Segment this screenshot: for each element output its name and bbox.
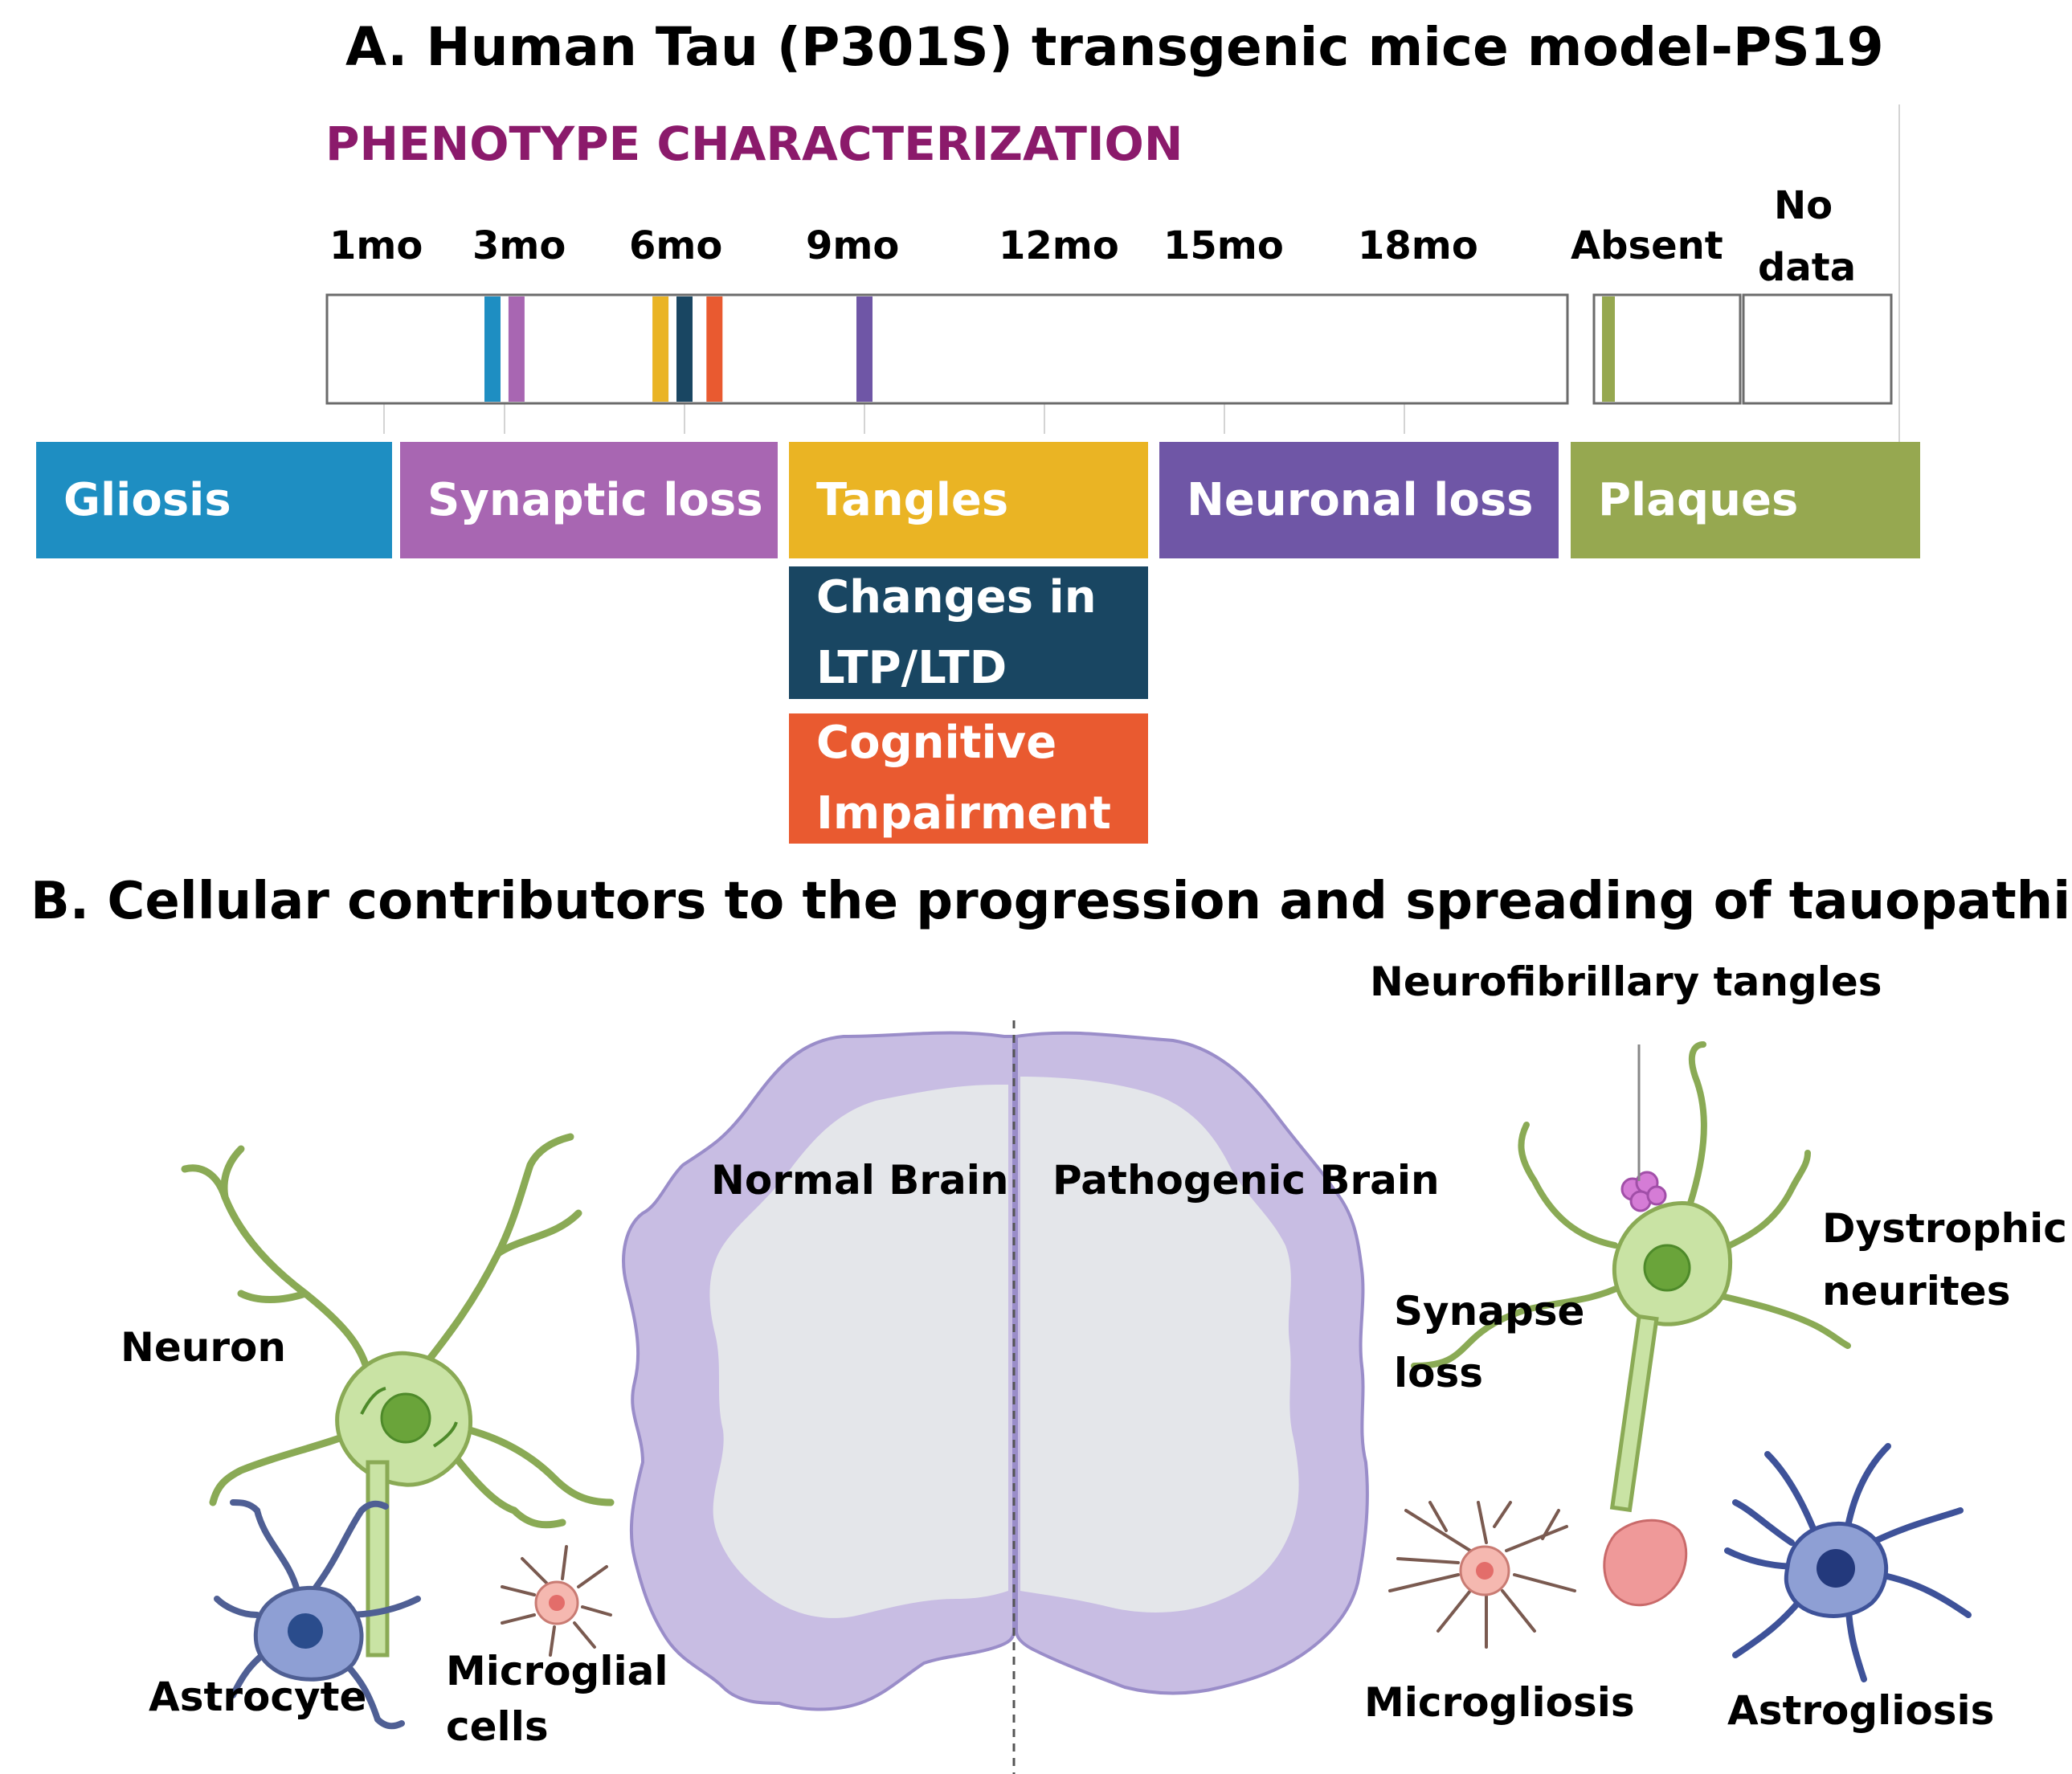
reactive-microglia-nucleus xyxy=(1476,1562,1494,1580)
timeline-marker-tangles xyxy=(652,296,669,402)
tick-label-6mo: 6mo xyxy=(629,223,723,268)
neurofibrillary-tangle-icon xyxy=(1620,1171,1667,1212)
timeline-marker-synaptic-loss xyxy=(508,296,525,402)
reactive-astrocyte-nucleus xyxy=(1817,1549,1855,1588)
neuron-organelle-2 xyxy=(432,1421,458,1448)
timeline-markers xyxy=(484,296,873,402)
legend-neuronal-loss: Neuronal loss xyxy=(1159,442,1559,558)
timeline-marker-neuronal-loss xyxy=(856,296,873,402)
astrocyte-nucleus xyxy=(288,1613,323,1649)
legend-cognitive-impairment: Cognitive Impairment xyxy=(789,713,1148,844)
reactive-microglia-illustration xyxy=(1388,1501,1576,1649)
timeline-marker-changes-in-ltp-ltd xyxy=(676,296,693,402)
dystrophic-neurites-label-line2: neurites xyxy=(1822,1268,2011,1314)
absent-markers xyxy=(1602,296,1615,402)
neurofibrillary-tangles-label: Neurofibrillary tangles xyxy=(1370,959,1882,1005)
microglial-cells-label-line2: cells xyxy=(446,1703,549,1750)
absent-track xyxy=(1592,293,1742,405)
tick-label-3mo: 3mo xyxy=(472,223,566,268)
pathogenic-brain-label: Pathogenic Brain xyxy=(1052,1157,1440,1204)
timeline-marker-gliosis xyxy=(484,296,501,402)
tick-label-12mo: 12mo xyxy=(999,223,1119,268)
pathogenic-neuron-nucleus xyxy=(1643,1244,1691,1292)
nodata-label-line2: data xyxy=(1758,245,1857,290)
neuron-axon xyxy=(366,1460,390,1658)
legend-tangles-label: Tangles xyxy=(816,474,1009,526)
panel-a-title: A. Human Tau (P301S) transgenic mice mod… xyxy=(345,16,1884,78)
pathogenic-neuron-axon xyxy=(1609,1314,1659,1513)
neuron-label: Neuron xyxy=(121,1324,286,1371)
legend-ltp-ltd: Changes in LTP/LTD xyxy=(789,566,1148,699)
astrogliosis-label: Astrogliosis xyxy=(1727,1687,1995,1734)
legend-neuronal-loss-label: Neuronal loss xyxy=(1187,474,1534,526)
amoeboid-microglia xyxy=(1603,1519,1688,1607)
legend-gliosis-label: Gliosis xyxy=(63,474,231,526)
tick-label-18mo: 18mo xyxy=(1358,223,1478,268)
nodata-track xyxy=(1742,293,1893,405)
nodata-label-line1: No xyxy=(1774,183,1833,228)
tick-label-1mo: 1mo xyxy=(329,223,423,268)
pathogenic-neuron-illustration xyxy=(1411,1041,1851,1369)
tick-label-15mo: 15mo xyxy=(1163,223,1284,268)
panel-a-subtitle: PHENOTYPE CHARACTERIZATION xyxy=(325,116,1183,171)
timeline xyxy=(325,104,1900,442)
absent-label: Absent xyxy=(1571,223,1723,268)
reactive-astrocyte-illustration xyxy=(1724,1443,1972,1682)
neuron-illustration xyxy=(181,1133,615,1529)
legend-plaques-label: Plaques xyxy=(1598,474,1799,526)
microglia-nucleus xyxy=(549,1595,565,1611)
dystrophic-neurites-label-line1: Dystrophic xyxy=(1822,1205,2067,1252)
legend-synaptic-loss-label: Synaptic loss xyxy=(427,474,763,526)
brain-left-white-matter xyxy=(709,1085,1008,1618)
synapse-loss-label-line2: loss xyxy=(1394,1350,1484,1396)
legend-synaptic-loss: Synaptic loss xyxy=(400,442,778,558)
timeline-gridlines xyxy=(383,104,1900,442)
absent-marker-plaques xyxy=(1602,296,1615,402)
timeline-marker-cognitive-impairment xyxy=(706,296,723,402)
legend-cognitive-line1: Cognitive xyxy=(816,717,1057,769)
microgliosis-label: Microgliosis xyxy=(1364,1679,1635,1726)
legend-ltp-ltd-line1: Changes in xyxy=(816,570,1097,623)
panel-b-illustration xyxy=(181,1020,1972,1774)
timeline-track xyxy=(325,293,1569,405)
legend-tangles: Tangles xyxy=(789,442,1148,558)
legend-ltp-ltd-line2: LTP/LTD xyxy=(816,641,1007,694)
tick-label-9mo: 9mo xyxy=(806,223,900,268)
legend-cognitive-line2: Impairment xyxy=(816,787,1111,840)
normal-brain-label: Normal Brain xyxy=(711,1157,1009,1204)
brain-right-white-matter xyxy=(1020,1077,1299,1613)
legend-plaques: Plaques xyxy=(1571,442,1920,558)
microglial-cells-label-line1: Microglial xyxy=(446,1648,668,1694)
panel-b-title: B. Cellular contributors to the progress… xyxy=(31,872,2072,931)
microglia-illustration xyxy=(501,1545,612,1657)
astrocyte-label: Astrocyte xyxy=(149,1674,367,1720)
synapse-loss-label-line1: Synapse xyxy=(1394,1288,1585,1335)
neuron-organelle xyxy=(360,1387,386,1415)
neuron-nucleus xyxy=(380,1392,431,1444)
legend-gliosis: Gliosis xyxy=(36,442,392,558)
